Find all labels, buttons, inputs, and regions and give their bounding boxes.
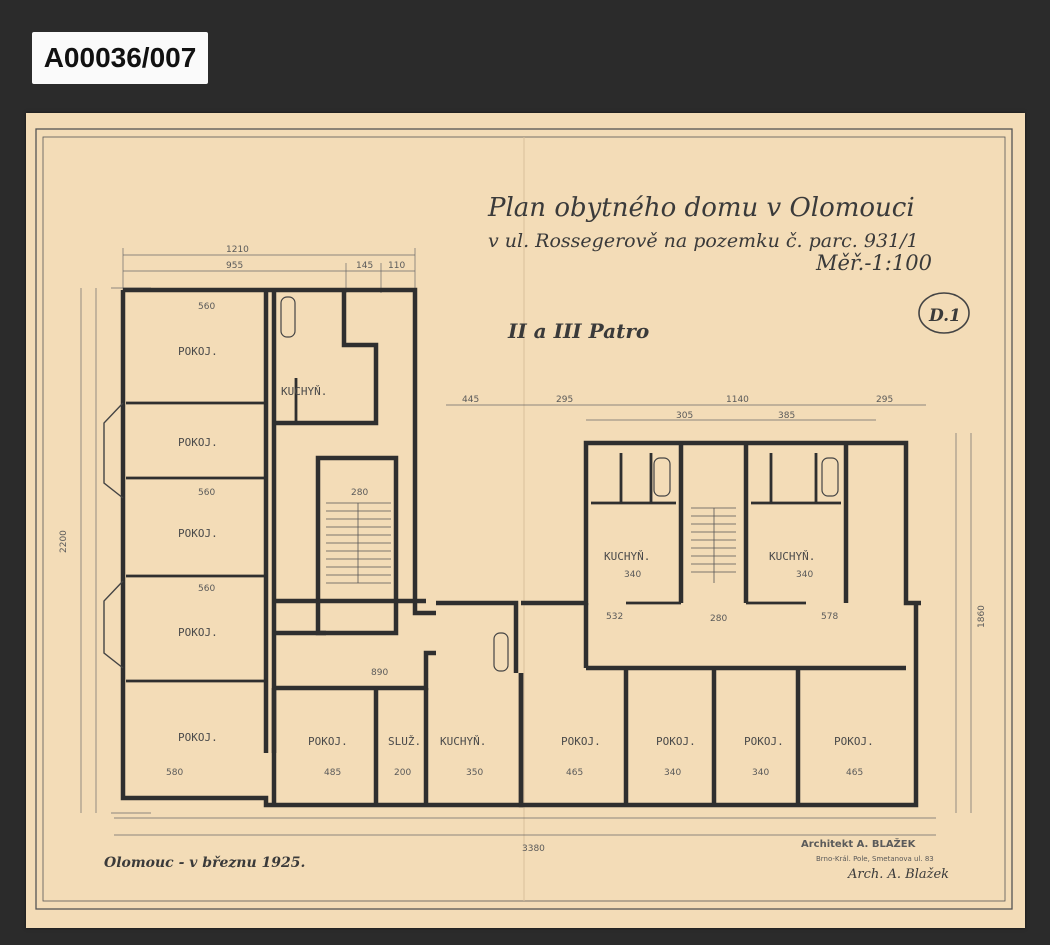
architect-signature: Arch. A. Blažek — [847, 867, 949, 882]
room-label-sluz: SLUŽ. — [388, 735, 421, 748]
staircase-left — [326, 502, 391, 584]
room-label-pokoj-9: POKOJ. — [744, 735, 784, 748]
dim-i: 465 — [566, 768, 583, 778]
place-date: Olomouc - v březnu 1925. — [104, 855, 305, 871]
architect-line1: Architekt A. BLAŽEK — [801, 837, 917, 850]
sheet-number: D.1 — [928, 306, 961, 326]
dimension-texts: 1210 955 145 110 445 295 1140 295 3380 2… — [59, 245, 987, 854]
dim-o: 580 — [166, 768, 183, 778]
sheet-number-circle — [918, 292, 970, 334]
room-label-pokoj-4: POKOJ. — [178, 626, 218, 639]
dim-right-d: 295 — [876, 395, 893, 405]
room-label-pokoj-2: POKOJ. — [178, 436, 218, 449]
dim-right-a: 445 — [462, 395, 479, 405]
dim-r: 578 — [821, 612, 838, 622]
room-label-pokoj-5: POKOJ. — [178, 731, 218, 744]
dimension-lines — [80, 248, 972, 836]
dim-left-total: 2200 — [59, 530, 69, 553]
dim-top-total: 1210 — [226, 245, 249, 255]
room-label-pokoj-6: POKOJ. — [308, 735, 348, 748]
dim-d: 890 — [371, 668, 388, 678]
dim-top-b: 145 — [356, 261, 373, 271]
room-label-pokoj-8: POKOJ. — [656, 735, 696, 748]
dim-c: 560 — [198, 584, 215, 594]
room-label-kuchyn-2: KUCHYŇ. — [440, 735, 486, 748]
architect-line2: Brno-Král. Pole, Smetanova ul. 83 — [816, 855, 934, 863]
dim-top-c: 110 — [388, 261, 405, 271]
title-line1: Plan obytného domu v Olomouci — [487, 193, 915, 223]
dim-j: 340 — [664, 768, 681, 778]
drawing-sheet: Plan obytného domu v Olomouci v ul. Ross… — [26, 113, 1025, 928]
dim-f: 340 — [624, 570, 641, 580]
room-label-kuchyn-3: KUCHYŇ. — [604, 550, 650, 563]
right-wing-partitions — [591, 453, 841, 605]
dim-n: 350 — [466, 768, 483, 778]
right-wing-walls — [518, 440, 921, 808]
dim-k: 340 — [752, 768, 769, 778]
floor-plan-drawing: Plan obytného domu v Olomouci v ul. Ross… — [35, 128, 1013, 910]
room-label-pokoj-1: POKOJ. — [178, 345, 218, 358]
dim-p: 280 — [710, 614, 727, 624]
room-label-pokoj-10: POKOJ. — [834, 735, 874, 748]
bathtubs — [280, 296, 839, 672]
dim-e: 280 — [351, 488, 368, 498]
dim-h: 485 — [324, 768, 341, 778]
dim-a: 560 — [198, 302, 215, 312]
room-label-kuchyn-1: KUCHYŇ. — [281, 385, 327, 398]
dim-s: 305 — [676, 411, 693, 421]
dim-right-c: 1140 — [726, 395, 749, 405]
outer-border — [35, 128, 1013, 910]
dim-bottom-total: 3380 — [522, 844, 545, 854]
dim-l: 465 — [846, 768, 863, 778]
staircase-right — [691, 507, 736, 583]
dim-right-b: 295 — [556, 395, 573, 405]
bay-windows-left — [103, 402, 124, 669]
room-label-pokoj-3: POKOJ. — [178, 527, 218, 540]
left-wing-walls — [120, 287, 524, 808]
dim-q: 532 — [606, 612, 623, 622]
room-label-pokoj-7: POKOJ. — [561, 735, 601, 748]
room-label-kuchyn-4: KUCHYŇ. — [769, 550, 815, 563]
scale-label: Měř.-1:100 — [815, 251, 932, 275]
left-wing-partitions — [126, 378, 298, 683]
dim-t: 385 — [778, 411, 795, 421]
dim-top-a: 955 — [226, 261, 243, 271]
dim-b: 560 — [198, 488, 215, 498]
title-line2: v ul. Rossegerově na pozemku č. parc. 93… — [488, 230, 919, 252]
floor-label: II a III Patro — [507, 319, 649, 343]
dim-right-total: 1860 — [977, 605, 987, 628]
dim-g: 340 — [796, 570, 813, 580]
archive-label: A00036/007 — [32, 32, 208, 84]
dim-m: 200 — [394, 768, 411, 778]
